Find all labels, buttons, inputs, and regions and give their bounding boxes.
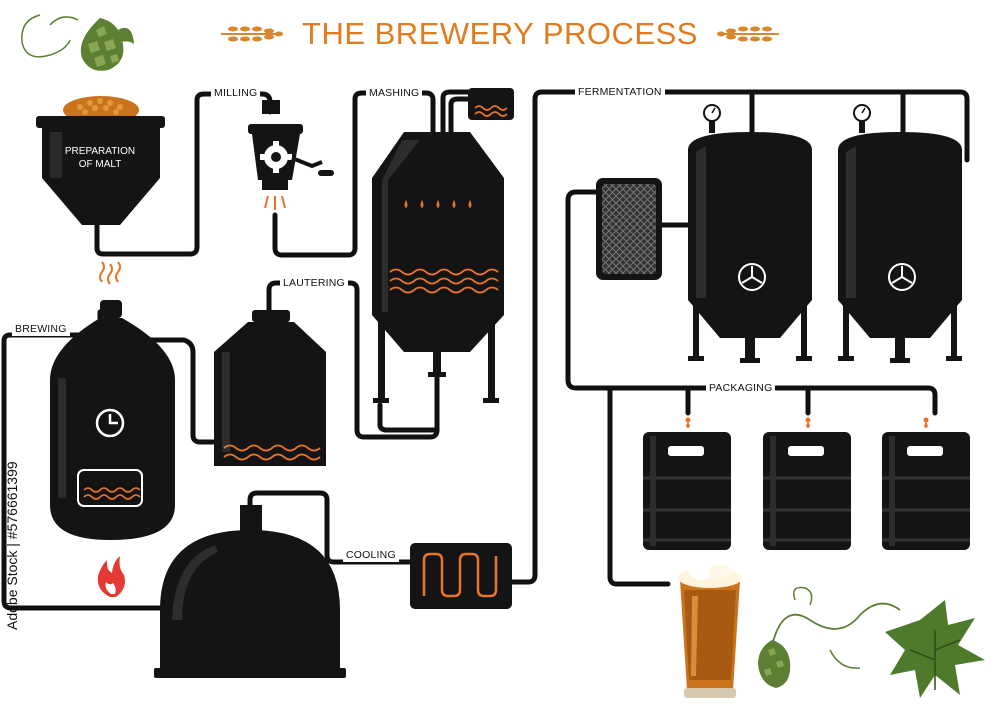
beer-glass-icon	[678, 564, 742, 698]
malt-hopper	[36, 96, 165, 225]
wheat-icon	[220, 26, 283, 42]
grain-mill	[248, 100, 334, 210]
pipes	[1, 89, 970, 611]
fermenter-tank-2	[838, 104, 962, 363]
step-label-mashing: MASHING	[366, 87, 423, 100]
keg-1	[643, 417, 731, 550]
wort-cooler	[410, 543, 512, 609]
step-label-preparation: PREPARATION OF MALT	[64, 146, 136, 170]
fan-icon	[888, 263, 916, 291]
keg-3	[882, 417, 970, 550]
page-title: THE BREWERY PROCESS	[302, 15, 698, 51]
hop-icon	[21, 14, 134, 71]
stock-id-text: Adobe Stock | #576661399	[4, 461, 20, 630]
gauge-icon	[853, 104, 871, 133]
mash-tun	[372, 132, 504, 403]
fermenter-tank-1	[688, 104, 812, 363]
beer-filter	[596, 178, 662, 280]
step-label-milling: MILLING	[211, 87, 261, 100]
wheat-icon	[717, 26, 780, 42]
step-label-lautering: LAUTERING	[280, 277, 348, 290]
keg-2	[763, 417, 851, 550]
step-label-packaging: PACKAGING	[706, 382, 776, 395]
hop-leaf-icon	[758, 586, 985, 698]
hot-water-tank	[468, 88, 514, 120]
whirlpool-tank	[154, 505, 346, 678]
gear-icon	[260, 141, 292, 173]
gauge-icon	[703, 104, 721, 133]
clock-icon	[95, 408, 125, 438]
fire-icon	[97, 556, 125, 597]
step-label-fermentation: FERMENTATION	[575, 86, 665, 99]
kegs	[643, 417, 970, 550]
step-label-brewing: BREWING	[12, 323, 70, 336]
steam-icon	[99, 261, 121, 285]
title-bar: THE BREWERY PROCESS	[0, 14, 1000, 52]
step-label-cooling: COOLING	[343, 549, 399, 562]
lauter-tun	[214, 310, 326, 466]
fan-icon	[738, 263, 766, 291]
brew-kettle	[50, 261, 175, 597]
